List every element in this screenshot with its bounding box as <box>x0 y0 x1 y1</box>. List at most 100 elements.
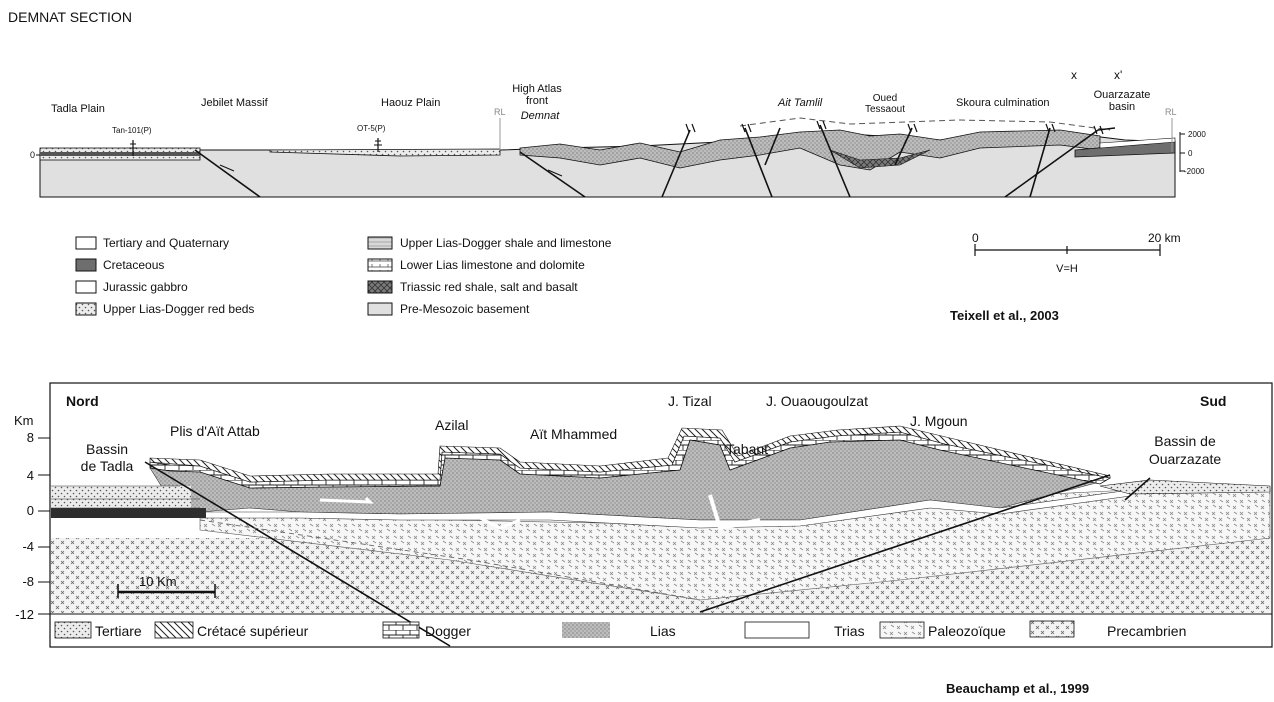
label-rl-left: RL <box>494 107 506 117</box>
ytick-minus-8: -8 <box>22 574 34 589</box>
bottom-scale-bar: 10 Km <box>117 574 216 598</box>
bottom-y-tick-marks <box>38 437 50 615</box>
label-tadla-plain: Tadla Plain <box>51 103 105 115</box>
swatch-basement <box>367 302 393 316</box>
legend-gabbro: Jurassic gabbro <box>103 280 188 294</box>
bottom-faults <box>144 461 1151 647</box>
bottom-tadla-tertiary <box>51 486 191 508</box>
label-bassin-de: Bassin de <box>1154 433 1216 449</box>
top-depth-scale-ticks <box>1180 133 1185 172</box>
label-basin: basin <box>1109 101 1135 113</box>
label-depth-0: 0 <box>1188 149 1193 158</box>
label-high-atlas: High Atlas <box>512 83 562 95</box>
ytick-minus-4: -4 <box>22 539 34 554</box>
legend-cretace-superieur: Crétacé supérieur <box>197 623 309 639</box>
legend-basement: Pre-Mesozoic basement <box>400 302 530 316</box>
swatch-trias <box>744 621 810 639</box>
legend-red-beds: Upper Lias-Dogger red beds <box>103 302 254 316</box>
swatch-cretace <box>154 621 194 639</box>
bottom-y-ticks: 8 4 0 -4 -8 -12 <box>15 430 34 622</box>
label-ouarzazate: Ouarzazate <box>1094 89 1151 101</box>
top-triassic-band <box>829 149 931 169</box>
top-faults <box>194 124 1116 198</box>
bottom-arrow-1 <box>319 496 521 530</box>
legend-precambrien: Precambrien <box>1107 623 1186 639</box>
legend-limestone-dolomite: Lower Lias limestone and dolomite <box>400 258 585 272</box>
citation-beauchamp: Beauchamp et al., 1999 <box>946 681 1089 696</box>
bottom-cretaceous <box>149 425 1111 483</box>
legend-tertiary: Tertiary and Quaternary <box>103 236 229 250</box>
swatch-gabbro <box>75 280 97 294</box>
scale-start: 0 <box>972 231 979 245</box>
top-well-tan <box>129 140 137 156</box>
figure-title: DEMNAT SECTION <box>8 9 132 25</box>
label-azilal: Azilal <box>435 417 468 433</box>
top-fault-ticks <box>685 120 1104 135</box>
label-depth-2000: 2000 <box>1188 130 1206 139</box>
label-oued: Oued <box>873 93 897 104</box>
label-rl-right: RL <box>1165 107 1177 117</box>
legend-tertiare: Tertiare <box>95 623 142 639</box>
swatch-limestone-dolomite <box>367 258 393 272</box>
top-legend: Tertiary and Quaternary Cretaceous Juras… <box>75 236 612 316</box>
label-haouz-plain: Haouz Plain <box>381 97 440 109</box>
bottom-cross-section: Km 8 4 0 -4 -8 -12 10 Km Nord Sud Bassin… <box>14 382 1273 648</box>
label-x-prime: x' <box>1114 68 1122 82</box>
legend-lias: Lias <box>650 623 676 639</box>
swatch-tertiare <box>54 621 92 639</box>
swatch-precambrien <box>1029 620 1075 638</box>
label-nord: Nord <box>66 393 99 409</box>
scale-end: 20 km <box>1148 231 1181 245</box>
label-well-tan: Tan-101(P) <box>112 126 152 135</box>
label-ait-tamlil: Ait Tamlil <box>777 97 823 109</box>
legend-trias: Trias <box>834 623 865 639</box>
label-bassin: Bassin <box>86 441 128 457</box>
axis-km-label: Km <box>14 413 34 428</box>
legend-shale-limestone: Upper Lias-Dogger shale and limestone <box>400 236 612 250</box>
label-tabant: Tabant <box>726 441 768 457</box>
swatch-lias <box>562 622 610 638</box>
label-plis-ait-attab: Plis d'Aït Attab <box>170 423 260 439</box>
bottom-grid-lines <box>51 485 200 509</box>
legend-cretaceous: Cretaceous <box>103 258 164 272</box>
top-fault-arrow-2 <box>547 169 563 177</box>
label-jebilet-massif: Jebilet Massif <box>201 97 269 109</box>
top-tadla-cretaceous <box>40 152 200 156</box>
label-skoura-culmination: Skoura culmination <box>956 97 1050 109</box>
legend-dogger: Dogger <box>425 623 471 639</box>
top-scale-bar: 0 20 km V=H <box>972 231 1181 275</box>
ytick-minus-12: -12 <box>15 607 34 622</box>
swatch-red-beds <box>75 302 97 316</box>
label-j-ouaougoulzat: J. Ouaougoulzat <box>766 393 868 409</box>
legend-triassic: Triassic red shale, salt and basalt <box>400 280 578 294</box>
scale-ratio: V=H <box>1056 263 1078 275</box>
label-j-tizal: J. Tizal <box>668 393 712 409</box>
top-cross-section: Tadla Plain Jebilet Massif Haouz Plain H… <box>30 68 1206 198</box>
ytick-0: 0 <box>27 503 34 518</box>
label-depth-left-zero: 0 <box>30 150 35 160</box>
label-well-ot: OT-5(P) <box>357 124 386 133</box>
label-front: front <box>526 95 548 107</box>
bottom-legend: Tertiare Crétacé supérieur Dogger Lias T… <box>54 620 1186 639</box>
top-eroded-profile <box>739 117 1111 131</box>
label-depth-minus-2000: -2000 <box>1184 167 1205 176</box>
top-well-ot <box>374 138 382 152</box>
label-ouarzazate-basin: Ouarzazate <box>1149 451 1222 467</box>
swatch-triassic <box>367 280 393 294</box>
label-tessaout: Tessaout <box>865 104 905 115</box>
swatch-cretaceous <box>75 258 97 272</box>
swatch-dogger <box>382 621 420 639</box>
label-de-tadla: de Tadla <box>81 458 134 474</box>
label-sud: Sud <box>1200 393 1226 409</box>
label-j-mgoun: J. Mgoun <box>910 413 968 429</box>
label-x: x <box>1071 68 1077 82</box>
swatch-tertiary <box>75 236 97 250</box>
swatch-paleozoique <box>879 621 925 639</box>
label-demnat: Demnat <box>521 110 560 122</box>
bottom-arrow-2 <box>708 494 761 531</box>
top-haouz-sediments <box>269 148 501 157</box>
ytick-8: 8 <box>27 430 34 445</box>
bottom-ouarzazate-tertiary <box>1099 479 1271 495</box>
bottom-tadla-dark <box>51 508 206 518</box>
